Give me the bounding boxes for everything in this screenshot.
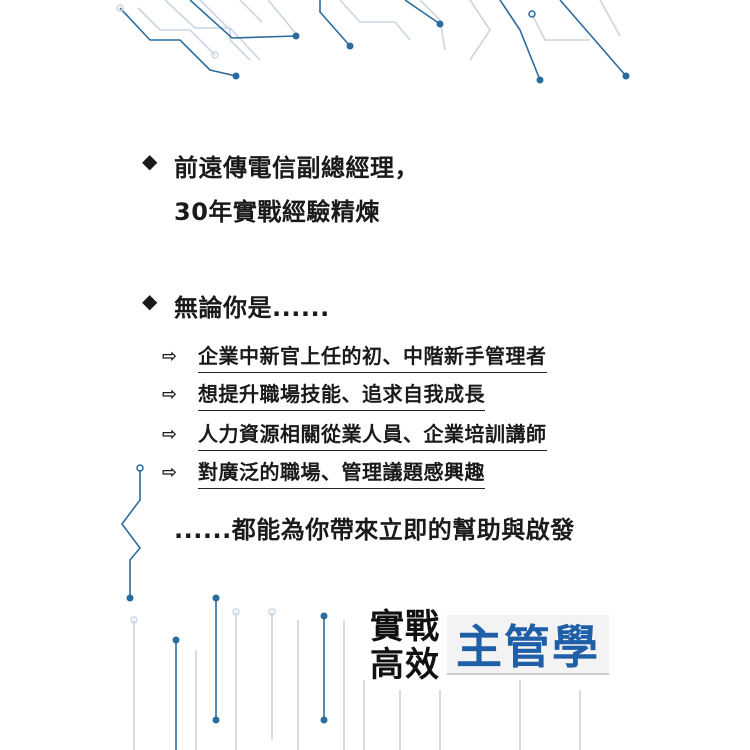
diamond-bullet-icon: ◆ [142, 149, 158, 173]
intro-line-2: 30年實戰經驗精煉 [174, 198, 380, 226]
outline-right-arrow-icon: ⇨ [162, 384, 178, 405]
intro-block: ◆ 前遠傳電信副總經理， 30年實戰經驗精煉 [142, 146, 419, 234]
outline-right-arrow-icon: ⇨ [162, 424, 178, 445]
logo-title: 主管學 [447, 615, 609, 675]
audience-item: ⇨ 想提升職場技能、追求自我成長 [162, 378, 485, 411]
diamond-bullet-icon: ◆ [142, 289, 158, 313]
audience-item: ⇨ 企業中新官上任的初、中階新手管理者 [162, 340, 547, 373]
audience-item-label: 對廣泛的職場、管理議題感興趣 [198, 456, 485, 489]
audience-item: ⇨ 人力資源相關從業人員、企業培訓講師 [162, 418, 547, 451]
audience-item-label: 人力資源相關從業人員、企業培訓講師 [198, 418, 547, 451]
logo-left-line-1: 實戰 [370, 607, 440, 647]
logo-text-left: 實戰 高效 [370, 608, 440, 684]
logo-left-line-2: 高效 [370, 645, 440, 685]
audience-item-label: 想提升職場技能、追求自我成長 [198, 378, 485, 411]
intro-line-1: 前遠傳電信副總經理， [174, 154, 419, 182]
outline-right-arrow-icon: ⇨ [162, 346, 178, 367]
audience-item-label: 企業中新官上任的初、中階新手管理者 [198, 340, 547, 373]
outline-right-arrow-icon: ⇨ [162, 462, 178, 483]
closing-statement: ......都能為你帶來立即的幫助與啟發 [174, 516, 575, 544]
audience-heading: 無論你是...... [174, 294, 330, 322]
audience-heading-row: ◆ 無論你是...... [142, 286, 330, 330]
audience-item: ⇨ 對廣泛的職場、管理議題感興趣 [162, 456, 485, 489]
